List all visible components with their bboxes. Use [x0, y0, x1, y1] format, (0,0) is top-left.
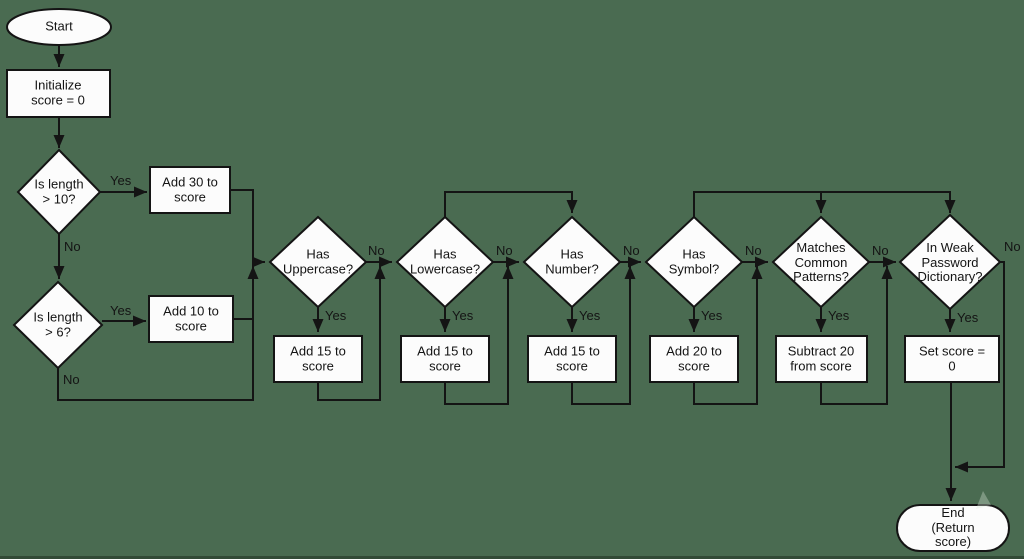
dict-no-label: No: [1004, 239, 1021, 254]
len10-decision-shape: [16, 148, 102, 236]
lower-no-label: No: [496, 243, 513, 258]
edge-add15-lower-loop: [444, 266, 514, 405]
number-yes-label: Yes: [579, 308, 601, 323]
edge-top-skip-lower-to-number: [444, 191, 578, 217]
upper-label: Has Uppercase?: [282, 246, 354, 276]
video-letterbox-strip: [0, 556, 1024, 559]
len10-yes-label: Yes: [110, 173, 132, 188]
end-label: End (Return score): [931, 505, 975, 550]
init-label: Initialize score = 0: [31, 77, 85, 107]
dict-decision-shape: [898, 213, 1002, 311]
len6-decision-shape: [12, 280, 104, 370]
lower-decision-shape: [395, 215, 495, 309]
symbol-decision-shape: [644, 215, 744, 309]
add15-number-process-shape: [527, 335, 617, 383]
edge-add15-number-loop: [571, 266, 636, 405]
upper-no-label: No: [368, 243, 385, 258]
upper-decision-shape: [268, 215, 368, 309]
len10-label: Is length > 10?: [34, 176, 84, 206]
upper-yes-label: Yes: [325, 308, 347, 323]
add10-label: Add 10 to score: [163, 303, 219, 333]
add20-process-shape: [649, 335, 739, 383]
add15-number-label: Add 15 to score: [544, 343, 600, 373]
sub20-process-shape: [775, 335, 868, 383]
add30-process-shape: [149, 166, 231, 214]
lower-label: Has Lowercase?: [409, 246, 481, 276]
edge-len6-no-merge: [57, 266, 259, 401]
sub20-label: Subtract 20 from score: [787, 343, 855, 373]
add10-process-shape: [148, 295, 234, 343]
edges-group: [53, 44, 1005, 501]
number-no-label: No: [623, 243, 640, 258]
dict-label: In Weak Password Dictionary?: [917, 240, 983, 285]
edge-sub20-loop: [820, 266, 893, 405]
add15-upper-label: Add 15 to score: [290, 343, 346, 373]
add15-upper-process-shape: [273, 335, 363, 383]
set0-label: Set score = 0: [918, 343, 986, 373]
start-terminator-shape: [6, 8, 112, 46]
add30-label: Add 30 to score: [162, 174, 218, 204]
number-decision-shape: [522, 215, 622, 309]
patterns-label: Matches Common Patterns?: [793, 240, 849, 285]
start-label: Start: [45, 18, 73, 34]
len6-yes-label: Yes: [110, 303, 132, 318]
symbol-no-label: No: [745, 243, 762, 258]
number-label: Has Number?: [545, 246, 599, 276]
symbol-yes-label: Yes: [701, 308, 723, 323]
symbol-label: Has Symbol?: [668, 246, 720, 276]
init-process-shape: [6, 69, 111, 118]
add15-lower-process-shape: [400, 335, 490, 383]
patterns-decision-shape: [771, 215, 871, 309]
ghost-cursor-artifact: [976, 491, 991, 509]
len6-no-label: No: [63, 372, 80, 387]
set0-process-shape: [904, 335, 1000, 383]
patterns-no-label: No: [872, 243, 889, 258]
edge-add20-loop: [693, 266, 763, 405]
edge-add15-upper-loop: [317, 266, 386, 401]
dict-yes-label: Yes: [957, 310, 979, 325]
add20-label: Add 20 to score: [666, 343, 722, 373]
end-terminator-shape: [896, 504, 1010, 552]
shapes-group: [6, 8, 1010, 552]
add15-lower-label: Add 15 to score: [417, 343, 473, 373]
len6-label: Is length > 6?: [33, 309, 83, 339]
lower-yes-label: Yes: [452, 308, 474, 323]
edge-add30-merge-to-upper: [230, 189, 265, 268]
len10-no-label: No: [64, 239, 81, 254]
patterns-yes-label: Yes: [828, 308, 850, 323]
